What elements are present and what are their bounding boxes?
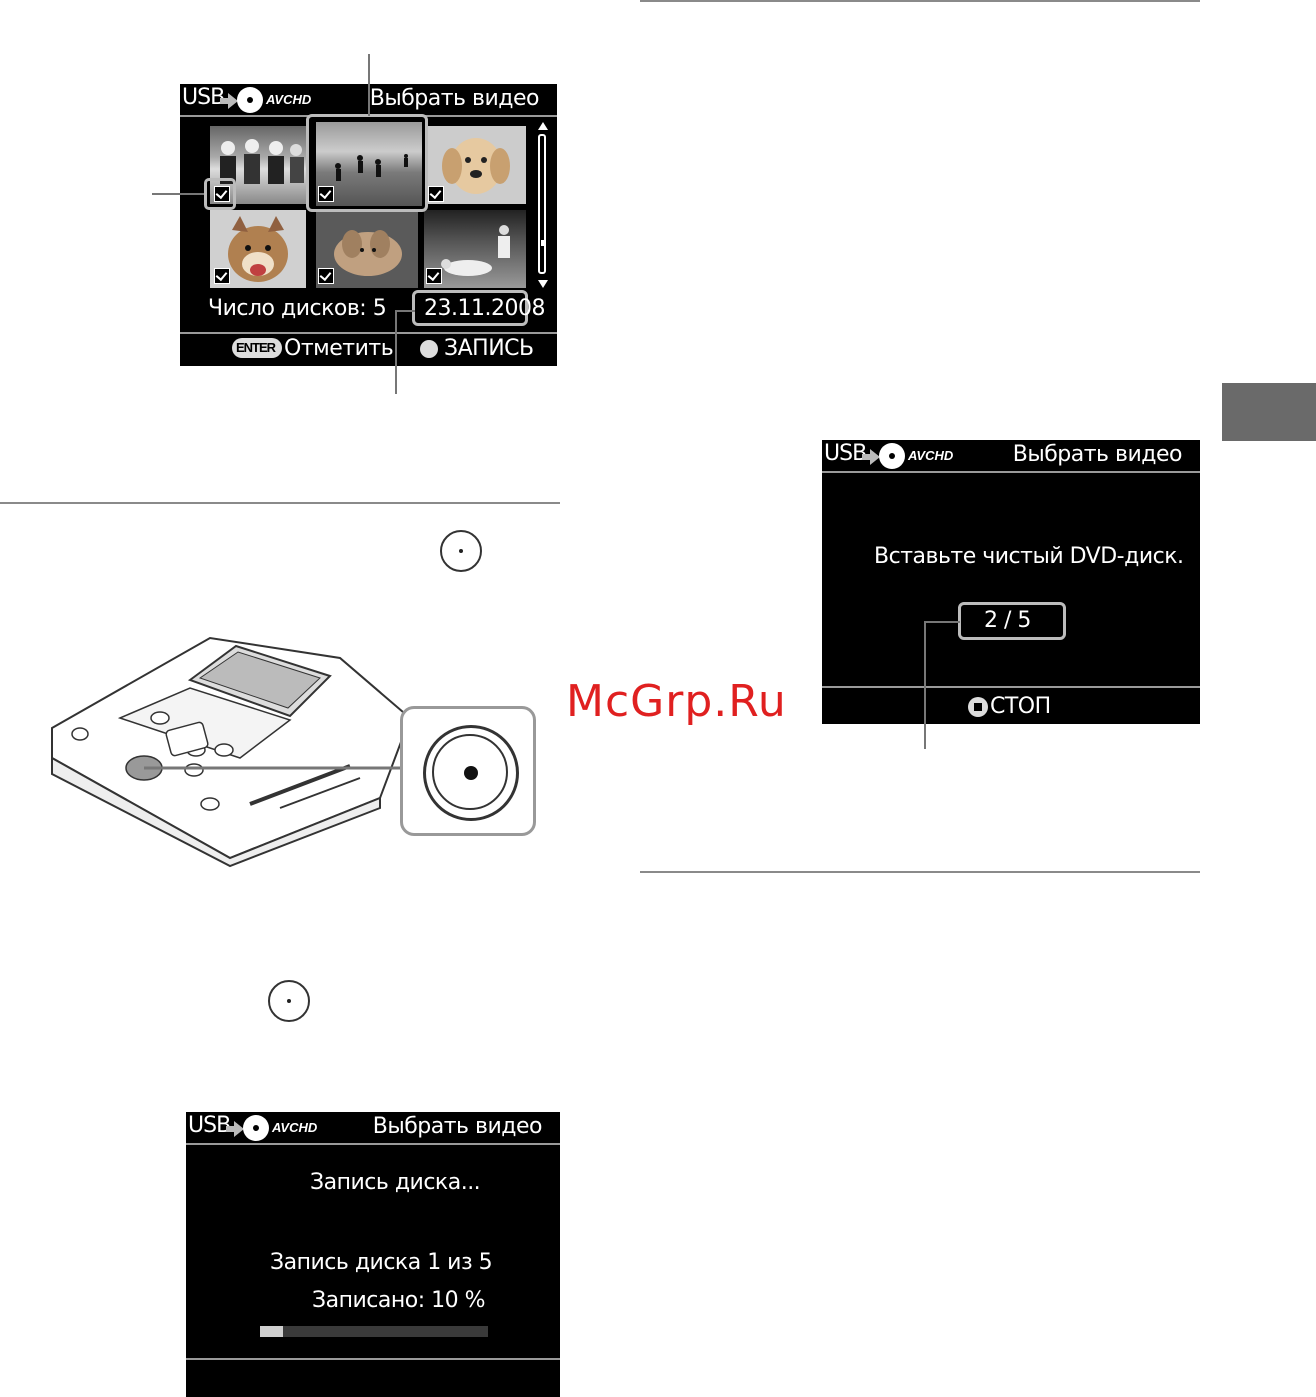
- usb-label: USB: [188, 1113, 230, 1138]
- writing-status: Запись диска...: [310, 1170, 480, 1195]
- checkbox-highlight: [204, 178, 236, 210]
- thumbnail-4-checkbox-icon[interactable]: [214, 268, 230, 284]
- disc-counter: 2 / 5: [984, 608, 1031, 633]
- record-button-zoom: [400, 706, 536, 836]
- usb-label: USB: [182, 85, 224, 110]
- progress-bar: [260, 1326, 488, 1337]
- record-button-large-icon: [423, 725, 519, 821]
- callout-counter-line: [924, 621, 926, 749]
- left-section-rule: [0, 502, 560, 504]
- disc-icon: [243, 1115, 269, 1141]
- callout-checkbox-line: [152, 193, 204, 195]
- right-section-rule: [640, 871, 1200, 873]
- avchd-logo: AVCHD: [272, 1120, 317, 1135]
- disc-count-label: Число дисков: 5: [208, 296, 386, 321]
- avchd-logo: AVCHD: [266, 92, 311, 107]
- disc-icon: [879, 443, 905, 469]
- avchd-logo: AVCHD: [908, 448, 953, 463]
- select-video-screen: USB AVCHD Выбрать видео Число дисков: 5 …: [180, 84, 557, 366]
- usb-label: USB: [824, 441, 866, 466]
- enter-key-label: ENTER: [236, 340, 275, 355]
- insert-dvd-screen: USB AVCHD Выбрать видео Вставьте чистый …: [822, 440, 1200, 724]
- scroll-down-icon[interactable]: [538, 280, 548, 288]
- callout-counter-line-h: [924, 621, 960, 623]
- record-label[interactable]: ЗАПИСЬ: [444, 336, 534, 361]
- chapter-tab: [1222, 383, 1316, 441]
- scroll-up-icon[interactable]: [538, 122, 548, 130]
- screen-title: Выбрать видео: [370, 86, 539, 111]
- stop-label[interactable]: СТОП: [990, 694, 1051, 719]
- writing-disc-screen: USB AVCHD Выбрать видео Запись диска... …: [186, 1112, 560, 1397]
- thumbnail-5-checkbox-icon[interactable]: [318, 268, 334, 284]
- callout-date-line: [395, 310, 397, 394]
- screen-header: USB AVCHD Выбрать видео: [822, 440, 1200, 472]
- date-label: 23.11.2008: [424, 296, 545, 321]
- stop-icon: [968, 697, 988, 717]
- record-button-icon: [440, 530, 482, 572]
- screen-title: Выбрать видео: [373, 1114, 542, 1139]
- thumbnail-6-checkbox-icon[interactable]: [426, 268, 442, 284]
- disc-icon: [237, 87, 263, 113]
- callout-thumbnail-line: [368, 54, 370, 116]
- progress-bar-fill: [260, 1326, 283, 1337]
- insert-disc-message: Вставьте чистый DVD-диск.: [874, 544, 1184, 569]
- top-right-rule: [640, 0, 1200, 2]
- screen-title: Выбрать видео: [1013, 442, 1182, 467]
- screen-header: USB AVCHD Выбрать видео: [186, 1112, 560, 1144]
- thumbnail-3-checkbox-icon[interactable]: [428, 186, 444, 202]
- written-percent: Записано: 10 %: [312, 1288, 485, 1313]
- callout-date-line-h: [395, 310, 415, 312]
- scrollbar[interactable]: [538, 134, 546, 274]
- scroll-thumb[interactable]: [541, 240, 545, 246]
- disc-progress-text: Запись диска 1 из 5: [270, 1250, 492, 1275]
- watermark: McGrp.Ru: [566, 676, 787, 727]
- enter-key-icon: ENTER: [232, 338, 282, 358]
- mark-label[interactable]: Отметить: [284, 336, 393, 361]
- record-button-icon-2: [268, 980, 310, 1022]
- selection-highlight: [306, 114, 428, 212]
- record-dot-icon: [420, 340, 438, 358]
